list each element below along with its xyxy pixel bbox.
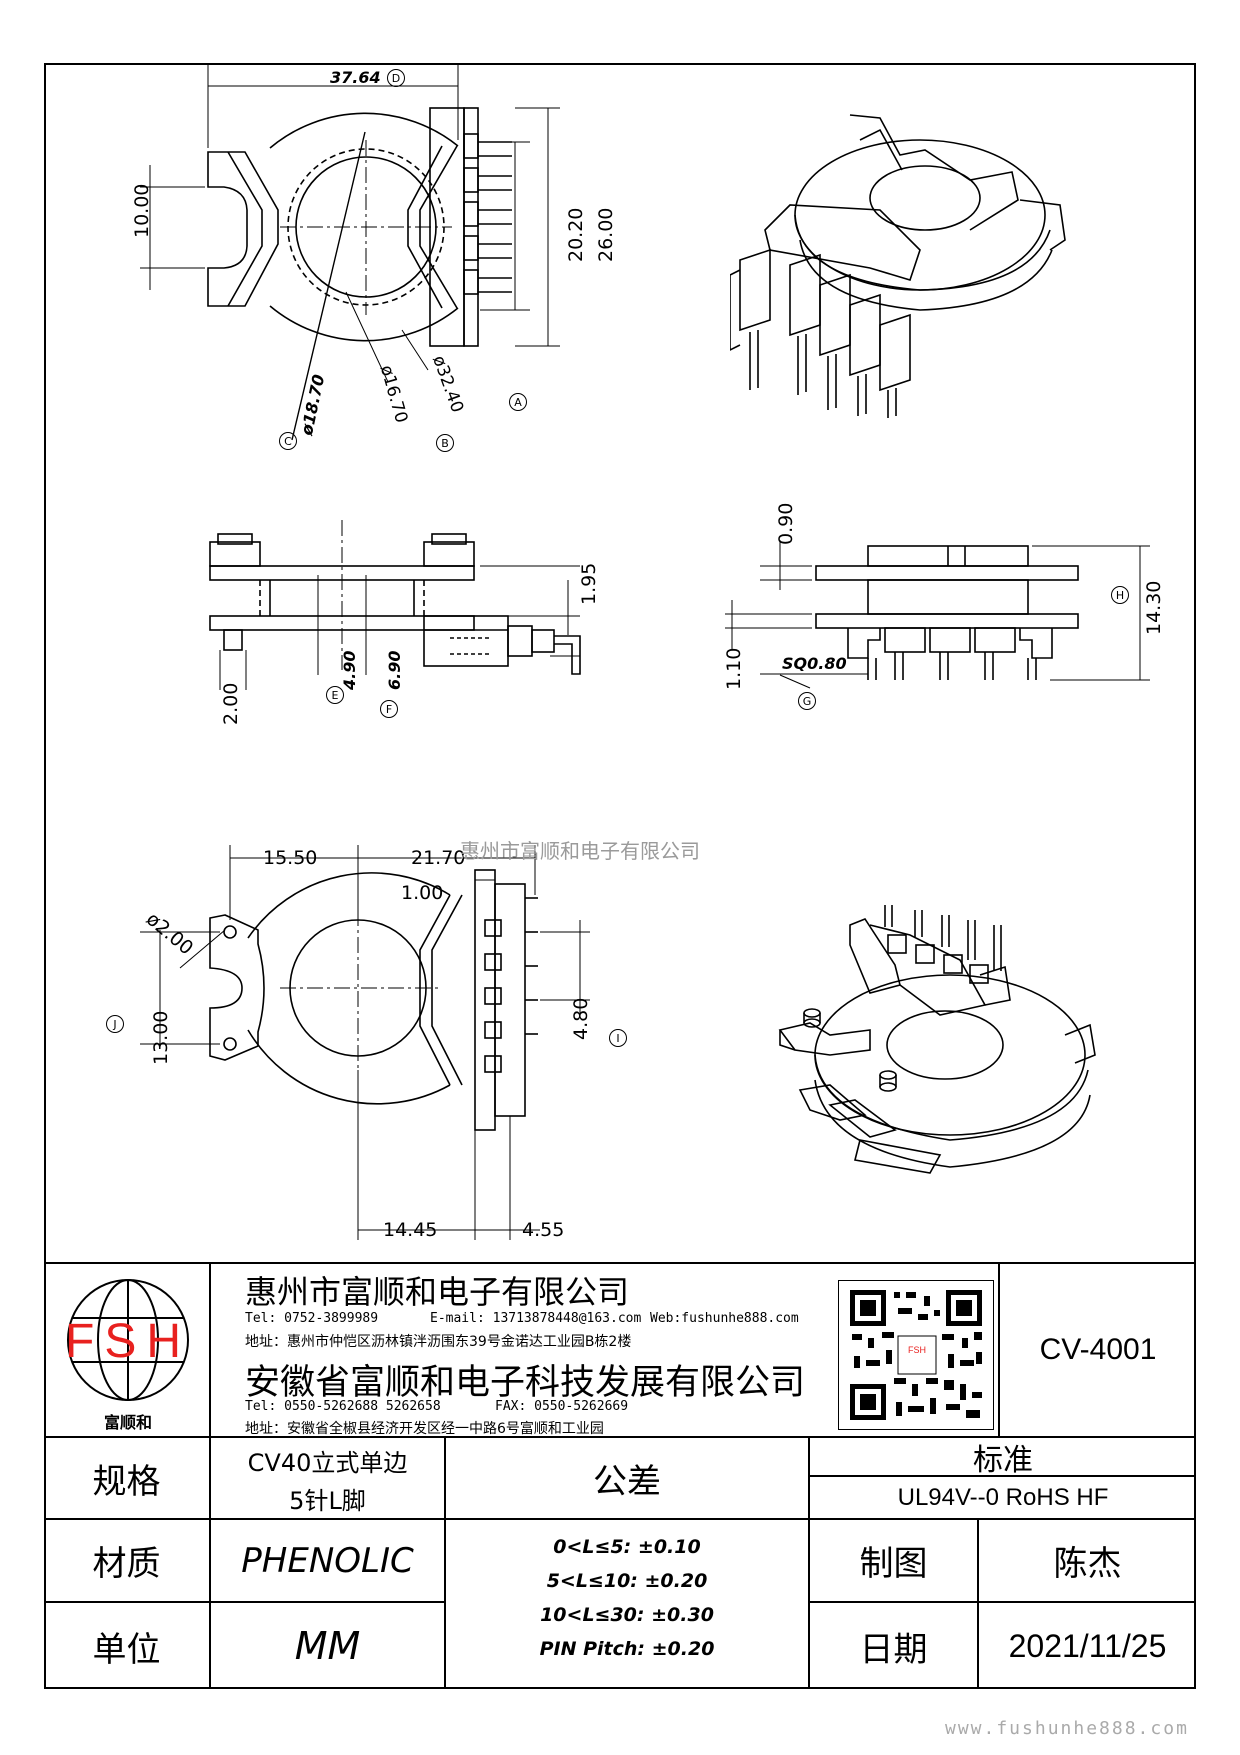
dim-4-80: 4.80: [570, 997, 592, 1040]
grid-h-2-left: [44, 1601, 446, 1603]
front-view-drawing: [725, 540, 1150, 689]
ref-f: F: [380, 700, 398, 718]
grid-h-2-right: [808, 1601, 1196, 1603]
fsh-logo: [67, 1279, 189, 1401]
dim-0-90: 0.90: [775, 502, 797, 545]
ref-a: A: [509, 393, 527, 411]
spec-value-line1: CV40立式单边: [247, 1448, 408, 1477]
iso-view-top: [730, 114, 1066, 418]
top-left-wing: [207, 151, 279, 307]
material-label: 材质: [92, 1544, 161, 1584]
ref-j: J: [106, 1015, 124, 1033]
dim-15-50: 15.50: [263, 847, 318, 869]
spec-value-line2: 5针L脚: [289, 1486, 366, 1515]
watermark-footer: www.fushunhe888.com: [945, 1718, 1189, 1739]
tolerance-row-1: 0<L≤5: ±0.10: [553, 1536, 701, 1558]
ref-e: E: [326, 686, 344, 704]
tb-vline-1: [209, 1262, 211, 1438]
dim-sq: SQ0.80: [782, 654, 847, 673]
ref-i: I: [609, 1029, 627, 1047]
qr-code[interactable]: FSH: [838, 1280, 994, 1430]
standard-label: 标准: [973, 1442, 1033, 1478]
standard-value: UL94V--0 RoHS HF: [897, 1483, 1109, 1511]
qr-logo-text: FSH: [908, 1345, 926, 1355]
dim-4-55: 4.55: [522, 1219, 565, 1241]
dim-20-20: 20.20: [565, 207, 587, 262]
watermark-center: 惠州市富顺和电子有限公司: [460, 839, 700, 863]
top-flange-arc-top: [269, 112, 459, 149]
bottom-flange-arc-top: [247, 872, 451, 939]
drawn-value: 陈杰: [1053, 1544, 1122, 1584]
dim-26-00: 26.00: [595, 207, 617, 262]
tolerance-row-4: PIN Pitch: ±0.20: [539, 1638, 715, 1660]
address-1: 地址：惠州市仲恺区沥林镇泮沥围东39号金诺达工业园B栋2楼: [245, 1334, 632, 1350]
drawn-label: 制图: [859, 1544, 928, 1584]
grid-v-1: [209, 1436, 211, 1689]
grid-v-4: [977, 1518, 979, 1689]
contact2-fax: FAX: 0550-5262669: [495, 1399, 629, 1414]
drawing-frame: [44, 63, 1196, 1689]
logo-text: FSH: [65, 1315, 191, 1368]
date-value: 2021/11/25: [1008, 1627, 1167, 1664]
top-view-drawing: [140, 65, 560, 441]
contact1-email: E-mail: 13713878448@163.com: [430, 1311, 642, 1326]
dim-1-00: 1.00: [401, 882, 444, 904]
dim-21-70: 21.70: [411, 847, 466, 869]
dim-4-90: 4.90: [340, 650, 359, 690]
tb-mid-line: [44, 1436, 1196, 1438]
part-number: CV-4001: [1039, 1333, 1157, 1366]
dim-2-00: 2.00: [220, 682, 242, 725]
ref-b: B: [436, 434, 454, 452]
bottom-flange-arc-bottom: [247, 1029, 451, 1105]
tolerance-row-3: 10<L≤30: ±0.30: [540, 1604, 714, 1626]
spec-label: 规格: [92, 1461, 161, 1502]
tb-top-line: [44, 1262, 1196, 1264]
contact2-tel: Tel: 0550-5262688 5262658: [245, 1399, 441, 1414]
ref-c: C: [279, 432, 297, 450]
grid-v-3: [808, 1436, 810, 1689]
bottom-view-drawing: [140, 845, 590, 1240]
dim-6-90: 6.90: [385, 650, 404, 690]
dim-10-00: 10.00: [131, 183, 153, 238]
dim-1-10: 1.10: [723, 647, 745, 690]
grid-h-1: [44, 1518, 1196, 1520]
dim-width: 37.64: [330, 68, 381, 87]
tolerance-row-2: 5<L≤10: ±0.20: [546, 1570, 708, 1592]
grid-h-std: [808, 1475, 1196, 1477]
ref-g: G: [798, 692, 816, 710]
logo-caption: 富顺和: [103, 1413, 152, 1432]
grid-v-2: [444, 1436, 446, 1689]
iso-view-bottom: [778, 905, 1096, 1174]
contact1-tel: Tel: 0752-3899989: [245, 1311, 379, 1326]
dim-14-30: 14.30: [1143, 580, 1165, 635]
company-name-1: 惠州市富顺和电子有限公司: [245, 1273, 630, 1311]
material-value: PHENOLIC: [241, 1540, 414, 1581]
unit-label: 单位: [92, 1629, 161, 1670]
tb-vline-2: [998, 1262, 1000, 1438]
ref-d: D: [387, 69, 405, 87]
top-flange-arc-bottom: [269, 305, 459, 342]
contact1-web: Web:fushunhe888.com: [650, 1311, 799, 1326]
side-view-drawing: [209, 520, 581, 690]
company-name-2: 安徽省富顺和电子科技发展有限公司: [245, 1363, 806, 1403]
dim-14-45: 14.45: [383, 1219, 438, 1241]
unit-value: MM: [294, 1624, 361, 1668]
address-2: 地址：安徽省全椒县经济开发区经一中路6号富顺和工业园: [245, 1421, 604, 1437]
dim-13-00: 13.00: [150, 1010, 172, 1065]
dim-1-95: 1.95: [578, 562, 600, 605]
ref-h: H: [1111, 586, 1129, 604]
tolerance-label: 公差: [593, 1461, 661, 1502]
date-label: 日期: [859, 1629, 928, 1670]
